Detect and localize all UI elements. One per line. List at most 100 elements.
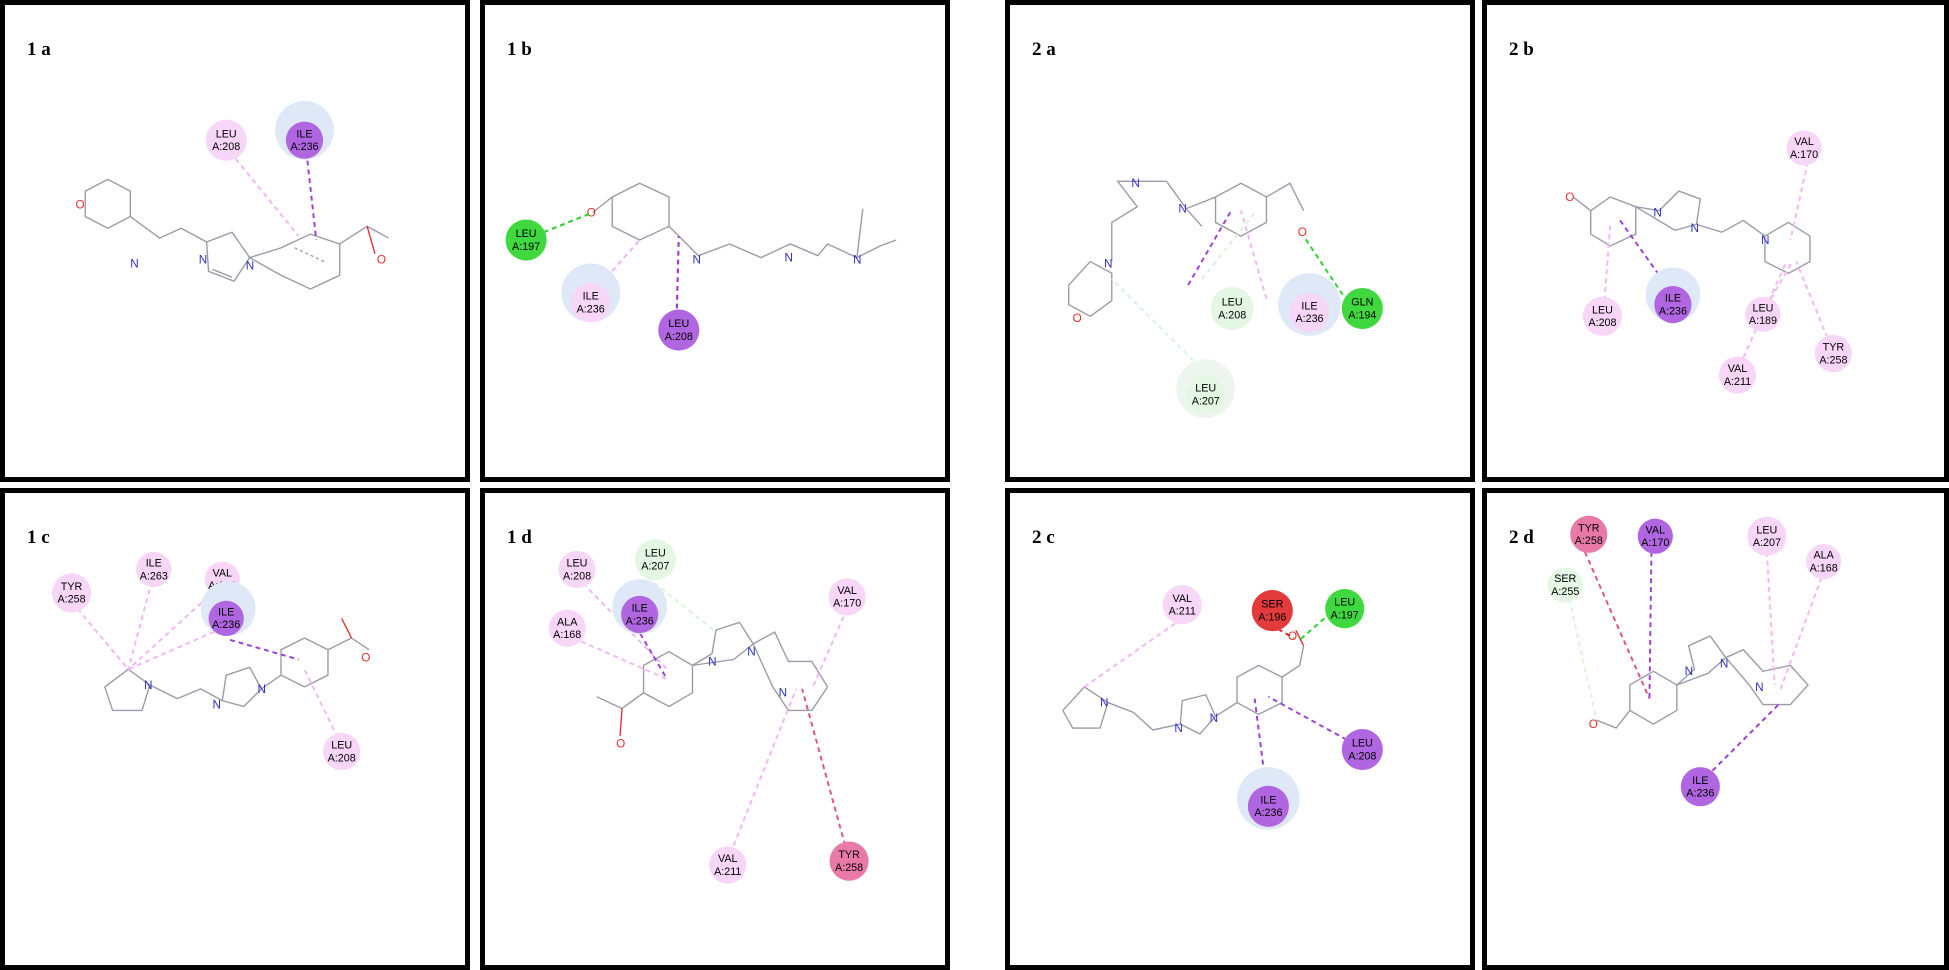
residue-node xyxy=(709,846,747,884)
nitrogen-atom: N xyxy=(1178,203,1186,216)
interaction-diagram: O N N N O ILE A:236 LEU A:208 xyxy=(75,101,389,290)
residue-name: LEU xyxy=(216,128,237,140)
ligand-structure xyxy=(1068,180,1305,318)
residue-name: ALA xyxy=(557,616,578,628)
residue-id: A:207 xyxy=(1753,537,1781,549)
residue-id: A:170 xyxy=(833,598,861,610)
residue-name: LEU xyxy=(1592,304,1613,316)
nitrogen-atom: N xyxy=(258,683,266,696)
residue-group: ILE A:236 LEU A:208 xyxy=(205,101,334,161)
panel-2b: 2 b O N N N VAL A:170 LEU A:20 xyxy=(1482,0,1949,482)
residue-node xyxy=(1341,729,1383,771)
residue-node xyxy=(136,551,172,588)
interaction-diagram: O N N N TYR A:258 VAL A:170 LEU A:207 AL… xyxy=(1547,515,1842,807)
residue-name: SER xyxy=(1261,599,1283,611)
nitrogen-atom: N xyxy=(1104,257,1112,270)
residue-id: A:197 xyxy=(512,241,540,253)
interaction-diagram: O N N N VAL A:170 LEU A:208 ILE A:236 LE… xyxy=(1565,130,1853,394)
residue-name: VAL xyxy=(1646,524,1666,536)
panel-2c: 2 c N N N O VAL A:211 SER xyxy=(1005,488,1475,970)
nitrogen-atom: N xyxy=(1174,722,1182,735)
residue-name: LEU xyxy=(668,318,689,330)
atom-labels: O N N N xyxy=(1589,657,1764,731)
residue-id: A:236 xyxy=(1659,305,1687,317)
residue-node xyxy=(829,841,869,881)
residue-id: A:211 xyxy=(714,866,741,878)
nitrogen-atom: N xyxy=(1720,657,1728,670)
oxygen-atom: O xyxy=(75,199,84,212)
ligand-structure xyxy=(84,178,389,290)
residue-node xyxy=(1718,356,1757,394)
residue-node xyxy=(1747,516,1787,556)
panel-1d: 1 d O N N N LEU A:208 xyxy=(480,488,950,970)
oxygen-atom: O xyxy=(1565,191,1574,204)
residue-node xyxy=(1210,287,1254,331)
residue-node xyxy=(1582,296,1623,336)
panel-label: 1 b xyxy=(507,39,532,60)
residue-id: A:208 xyxy=(1588,317,1616,329)
residue-node xyxy=(828,578,866,616)
nitrogen-atom: N xyxy=(1210,712,1218,725)
oxygen-atom: O xyxy=(361,651,370,664)
residue-name: VAL xyxy=(718,853,738,865)
residue-name: TYR xyxy=(1823,342,1845,354)
residue-name: TYR xyxy=(1578,522,1600,534)
interaction-diagram: O N N N O LEU A:208 ILE A:236 GLN A:194 xyxy=(1068,177,1383,419)
residue-node xyxy=(658,309,700,351)
residue-node xyxy=(1162,585,1202,625)
residue-node xyxy=(1247,785,1289,827)
panel-1a: 1 a O N N N O xyxy=(0,0,470,482)
residue-id: A:258 xyxy=(1819,354,1847,366)
residue-name: ILE xyxy=(1301,301,1317,313)
interaction-diagram: O N N N LEU A:208 LEU A:207 ILE A:236 xyxy=(548,539,869,884)
residue-id: A:255 xyxy=(1551,586,1579,598)
residue-name: LEU xyxy=(1222,297,1243,309)
residue-node xyxy=(1806,544,1842,580)
residue-name: ILE xyxy=(632,603,648,615)
residue-node xyxy=(1680,767,1720,807)
interaction-lines xyxy=(229,151,318,241)
residue-node xyxy=(1325,589,1365,629)
panel-2a: 2 a O N N N O LEU A:208 ILE xyxy=(1005,0,1475,482)
panel-label: 2 b xyxy=(1509,39,1534,60)
ligand-structure xyxy=(1062,629,1305,735)
panel-1c: 1 c N N N O TYR A:258 xyxy=(0,488,470,970)
residue-id: A:207 xyxy=(1192,395,1220,407)
interaction-lines xyxy=(1083,611,1348,791)
interaction-lines xyxy=(1568,551,1823,778)
residue-id: A:168 xyxy=(1810,562,1838,574)
oxygen-atom: O xyxy=(1589,718,1598,731)
residue-id: A:208 xyxy=(328,752,356,764)
residue-name: LEU xyxy=(1352,738,1373,750)
residue-node xyxy=(634,539,676,581)
nitrogen-atom: N xyxy=(1685,665,1693,678)
interaction-lines xyxy=(76,580,339,739)
residue-name: ILE xyxy=(1665,293,1681,305)
residue-name: LEU xyxy=(1753,302,1774,314)
residue-name: LEU xyxy=(1195,383,1216,395)
nitrogen-atom: N xyxy=(692,254,700,267)
atom-labels: O N N N xyxy=(616,646,787,751)
residue-group: VAL A:170 LEU A:208 ILE A:236 LEU A:189 … xyxy=(1582,130,1853,394)
nitrogen-atom: N xyxy=(747,646,755,659)
ligand-structure xyxy=(596,621,829,736)
residue-node xyxy=(1745,296,1781,333)
interaction-lines xyxy=(572,576,849,846)
residue-id: A:236 xyxy=(1686,788,1714,800)
panel-label: 1 c xyxy=(27,527,50,548)
residue-node xyxy=(1186,375,1226,415)
residue-group: TYR A:258 ILE A:263 VAL A:170 ILE A:236 … xyxy=(51,551,361,771)
nitrogen-atom: N xyxy=(853,254,861,267)
residue-id: A:168 xyxy=(553,629,581,641)
residue-id: A:208 xyxy=(665,331,693,343)
panel-label: 1 a xyxy=(27,39,51,60)
panel-label: 1 d xyxy=(507,527,532,548)
nitrogen-atom: N xyxy=(246,259,254,272)
residue-name: LEU xyxy=(645,548,666,560)
residue-id: A:196 xyxy=(1258,611,1286,623)
nitrogen-atom: N xyxy=(784,252,792,265)
residue-name: LEU xyxy=(331,740,352,752)
nitrogen-atom: N xyxy=(212,698,220,711)
residue-id: A:211 xyxy=(1169,605,1196,617)
ligand-structure xyxy=(1572,190,1811,275)
